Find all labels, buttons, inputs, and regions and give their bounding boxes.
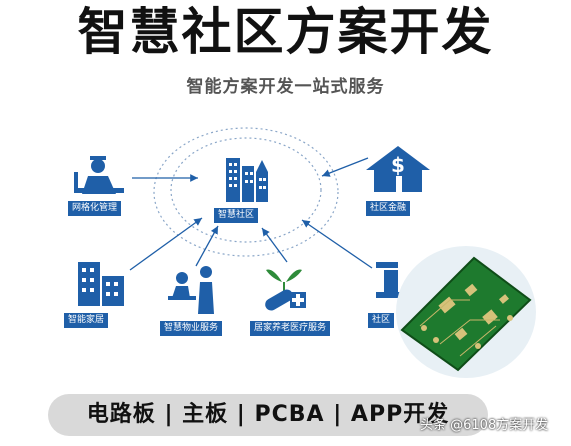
building-icon (226, 158, 268, 202)
node-label-elderly-care: 居家养老医疗服务 (250, 321, 331, 336)
node-label-community-finance: 社区金融 (366, 201, 411, 216)
page-title: 智慧社区方案开发 (77, 3, 494, 61)
svg-text:$: $ (391, 153, 405, 177)
inner-ring (170, 137, 322, 243)
watermark-text: 头条 @6108方案开发 (420, 418, 549, 433)
product-bar (48, 394, 488, 436)
node-label-grid-management: 网格化管理 (68, 201, 122, 216)
pcb-board-image (396, 246, 536, 378)
arrows (129, 157, 373, 271)
community-icon (376, 262, 402, 298)
officer-icon (74, 156, 124, 194)
page-subtitle: 智能方案开发一站式服务 (186, 77, 385, 97)
finance-house-icon: $ (366, 146, 430, 192)
service-people-icon (168, 266, 214, 314)
outer-ring (153, 127, 339, 257)
node-label-center: 智慧社区 (214, 208, 259, 223)
node-label-community-partial: 社区 (368, 313, 395, 328)
product-list-text: 电路板 | 主板 | PCBA | APP开发 (86, 402, 450, 427)
apartment-icon (78, 262, 124, 306)
node-label-smart-home: 智能家居 (64, 313, 109, 328)
medical-care-icon (265, 269, 306, 311)
node-label-property-service: 智慧物业服务 (160, 321, 223, 336)
